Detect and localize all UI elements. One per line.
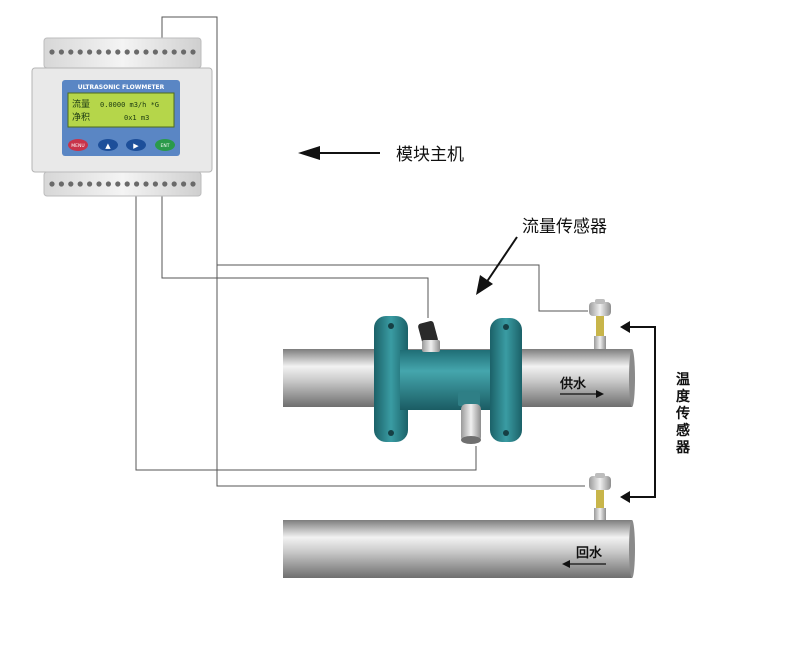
arrow-to-return-temp bbox=[620, 491, 630, 503]
panel-title: ULTRASONIC FLOWMETER bbox=[78, 84, 165, 91]
terminal-screw bbox=[152, 49, 158, 55]
module-host: ULTRASONIC FLOWMETER 流量 0.0000 m3/h *G 净… bbox=[31, 37, 213, 197]
terminal-screw bbox=[68, 181, 74, 187]
terminal-screw bbox=[134, 181, 140, 187]
return-pipe bbox=[283, 520, 635, 578]
temp-sensor-bracket bbox=[628, 326, 656, 498]
terminal-screw bbox=[190, 49, 196, 55]
bottom-terminal-row bbox=[49, 181, 196, 187]
terminal-screw bbox=[49, 181, 55, 187]
terminal-screw bbox=[49, 49, 55, 55]
svg-text:温: 温 bbox=[676, 372, 690, 388]
flow-sensor-label: 流量传感器 bbox=[522, 217, 607, 237]
terminal-screw bbox=[58, 181, 64, 187]
svg-text:感: 感 bbox=[676, 422, 690, 439]
module-host-label: 模块主机 bbox=[396, 145, 464, 165]
terminal-screw bbox=[134, 49, 140, 55]
lcd-line1-value: 0.0000 m3/h *G bbox=[100, 101, 159, 109]
terminal-screw bbox=[143, 181, 149, 187]
flow-sensor-pointer bbox=[476, 236, 518, 295]
terminal-screw bbox=[115, 49, 121, 55]
upstream-transducer bbox=[418, 320, 440, 352]
return-water-label: 回水 bbox=[576, 545, 603, 561]
up-button[interactable]: ▲ bbox=[98, 139, 118, 151]
lcd-line2-value: 0x1 m3 bbox=[124, 114, 149, 122]
top-terminal-row bbox=[49, 49, 196, 55]
module-host-pointer bbox=[298, 146, 380, 160]
terminal-screw bbox=[181, 181, 187, 187]
return-flow-arrow bbox=[562, 560, 606, 568]
terminal-screw bbox=[152, 181, 158, 187]
terminal-screw bbox=[77, 49, 83, 55]
right-flange bbox=[490, 318, 522, 442]
terminal-screw bbox=[162, 49, 168, 55]
svg-text:▲: ▲ bbox=[105, 142, 111, 150]
arrow-to-supply-temp bbox=[620, 321, 630, 333]
terminal-screw bbox=[58, 49, 64, 55]
terminal-screw bbox=[171, 49, 177, 55]
terminal-screw bbox=[143, 49, 149, 55]
supply-flow-arrow bbox=[560, 390, 604, 398]
downstream-transducer bbox=[458, 392, 481, 444]
terminal-screw bbox=[105, 181, 111, 187]
temp-sensor-label: 温 度 传 感 器 bbox=[675, 372, 691, 456]
right-button[interactable]: ▶ bbox=[126, 139, 146, 151]
supply-water-label: 供水 bbox=[559, 376, 587, 392]
menu-button[interactable]: MENU bbox=[68, 139, 88, 151]
terminal-screw bbox=[190, 181, 196, 187]
terminal-screw bbox=[162, 181, 168, 187]
lcd-line2-label: 净积 bbox=[72, 111, 90, 123]
left-flange bbox=[374, 316, 408, 442]
wire-to-downstream-transducer bbox=[135, 196, 477, 471]
terminal-screw bbox=[181, 49, 187, 55]
supply-temp-sensor bbox=[589, 299, 611, 349]
wire-top-to-return-temp bbox=[161, 16, 585, 487]
lcd-line1-label: 流量 bbox=[72, 98, 90, 110]
terminal-screw bbox=[124, 49, 130, 55]
signal-wires bbox=[135, 16, 588, 487]
flow-sensor bbox=[374, 316, 522, 444]
lcd-screen bbox=[67, 92, 175, 128]
terminal-screw bbox=[87, 181, 93, 187]
terminal-screw bbox=[115, 181, 121, 187]
terminal-screw bbox=[171, 181, 177, 187]
ent-button[interactable]: ENT bbox=[155, 139, 175, 151]
terminal-screw bbox=[124, 181, 130, 187]
wire-to-supply-temp bbox=[217, 264, 588, 312]
svg-text:度: 度 bbox=[676, 388, 691, 405]
sensor-tube bbox=[400, 350, 500, 410]
terminal-screw bbox=[105, 49, 111, 55]
terminal-screw bbox=[87, 49, 93, 55]
wire-to-upstream-transducer bbox=[161, 196, 429, 318]
terminal-screw bbox=[68, 49, 74, 55]
svg-text:器: 器 bbox=[675, 440, 691, 456]
terminal-screw bbox=[96, 49, 102, 55]
terminal-screw bbox=[77, 181, 83, 187]
svg-text:▶: ▶ bbox=[133, 142, 139, 150]
svg-text:传: 传 bbox=[675, 405, 690, 422]
terminal-screw bbox=[96, 181, 102, 187]
svg-text:ENT: ENT bbox=[161, 143, 170, 149]
svg-text:MENU: MENU bbox=[71, 143, 84, 149]
return-temp-sensor bbox=[589, 473, 611, 520]
